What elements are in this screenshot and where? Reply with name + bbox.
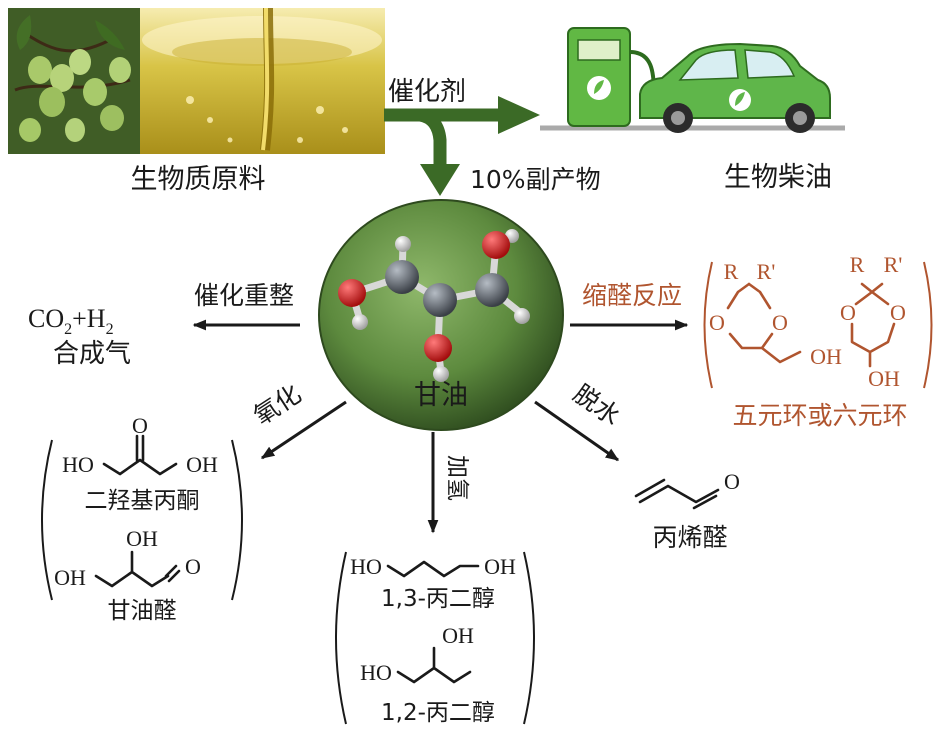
dha-hydroxyl-left: HO — [62, 452, 94, 477]
dehydration-label: 脱水 — [568, 379, 626, 431]
hydrogen-atom — [395, 236, 411, 252]
cyclic-acetal-label: 五元环或六元环 — [732, 401, 907, 430]
fruit-cluster-icon — [14, 15, 131, 142]
feedstock-label: 生物质原料 — [131, 164, 266, 195]
dehydration-arrow — [534, 400, 620, 462]
cyclic-acetal-structures: R R' O O OH R R' O O OH — [703, 252, 933, 391]
pdo12-label: 1,2-丙二醇 — [381, 700, 495, 726]
reforming-label: 催化重整 — [194, 281, 294, 310]
byproduct-arrow — [418, 108, 460, 196]
oxygen-atom — [424, 334, 452, 362]
pdo13-label: 1,3-丙二醇 — [381, 586, 495, 612]
catalyst-arrow — [384, 96, 540, 134]
pdo13-hydroxyl-left: HO — [350, 554, 382, 579]
gla-hydroxyl-top: OH — [126, 526, 158, 551]
pdo12-hydroxyl-top: OH — [442, 623, 474, 648]
biodiesel-label: 生物柴油 — [724, 162, 832, 193]
glycerol-molecule-model — [338, 229, 530, 382]
five-ring-r: R — [724, 259, 739, 284]
hydrogenation-products: HO OH 1,3-丙二醇 HO OH 1,2-丙二醇 — [335, 551, 535, 726]
right-bracket — [231, 439, 243, 601]
five-ring-r-prime: R' — [757, 259, 776, 284]
dha-hydroxyl-right: OH — [186, 452, 218, 477]
five-ring-oxygen: O — [709, 310, 725, 335]
glycerol-sphere — [318, 199, 564, 431]
six-ring-r: R — [850, 252, 865, 277]
syngas-label: 合成气 — [53, 339, 131, 369]
right-bracket — [923, 261, 933, 389]
dha-carbonyl-oxygen: O — [132, 413, 148, 438]
acrolein-label: 丙烯醛 — [652, 523, 727, 552]
feedstock-picture — [8, 7, 385, 154]
oxidation-label: 氧化 — [248, 379, 306, 431]
pdo13-hydroxyl-right: OH — [484, 554, 516, 579]
six-ring-oxygen: O — [890, 300, 906, 325]
left-bracket — [703, 261, 713, 389]
six-ring-oxygen: O — [840, 300, 856, 325]
carbon-atom — [423, 283, 457, 317]
hydrogen-atom — [514, 308, 530, 324]
glycerol-label: 甘油 — [414, 380, 468, 411]
right-bracket — [523, 551, 535, 725]
biodiesel-car-picture — [540, 27, 845, 133]
catalyst-label: 催化剂 — [388, 77, 466, 107]
six-ring-hydroxyl: OH — [868, 366, 900, 391]
oxygen-atom — [338, 279, 366, 307]
acetalization-label: 缩醛反应 — [582, 281, 682, 310]
six-ring-r-prime: R' — [884, 252, 903, 277]
hydrogen-atom — [352, 314, 368, 330]
gla-hydroxyl-left: OH — [54, 565, 86, 590]
hydrogenation-label: 加氢 — [444, 455, 470, 501]
hydrogen-atom — [433, 366, 449, 382]
gla-aldehyde-oxygen: O — [185, 554, 201, 579]
car-icon — [639, 42, 831, 133]
five-ring-hydroxyl: OH — [810, 344, 842, 369]
oxygen-atom — [482, 231, 510, 259]
left-bracket — [41, 439, 53, 601]
dha-label: 二羟基丙酮 — [85, 488, 200, 514]
carbon-atom — [475, 273, 509, 307]
five-ring-oxygen: O — [772, 310, 788, 335]
left-bracket — [335, 551, 347, 725]
acrolein-structure: O — [634, 469, 740, 510]
oxidation-products: HO OH O 二羟基丙酮 OH OH O 甘油醛 — [41, 413, 243, 624]
oxidation-arrow — [260, 400, 347, 460]
byproduct-label: 10%副产物 — [470, 165, 601, 194]
syngas-formula: CO2+H2 — [28, 304, 114, 338]
carbon-atom — [385, 260, 419, 294]
pdo12-hydroxyl-left: HO — [360, 660, 392, 685]
acrolein-oxygen: O — [724, 469, 740, 494]
fuel-pump-icon — [567, 27, 658, 127]
glyceraldehyde-label: 甘油醛 — [108, 598, 177, 624]
